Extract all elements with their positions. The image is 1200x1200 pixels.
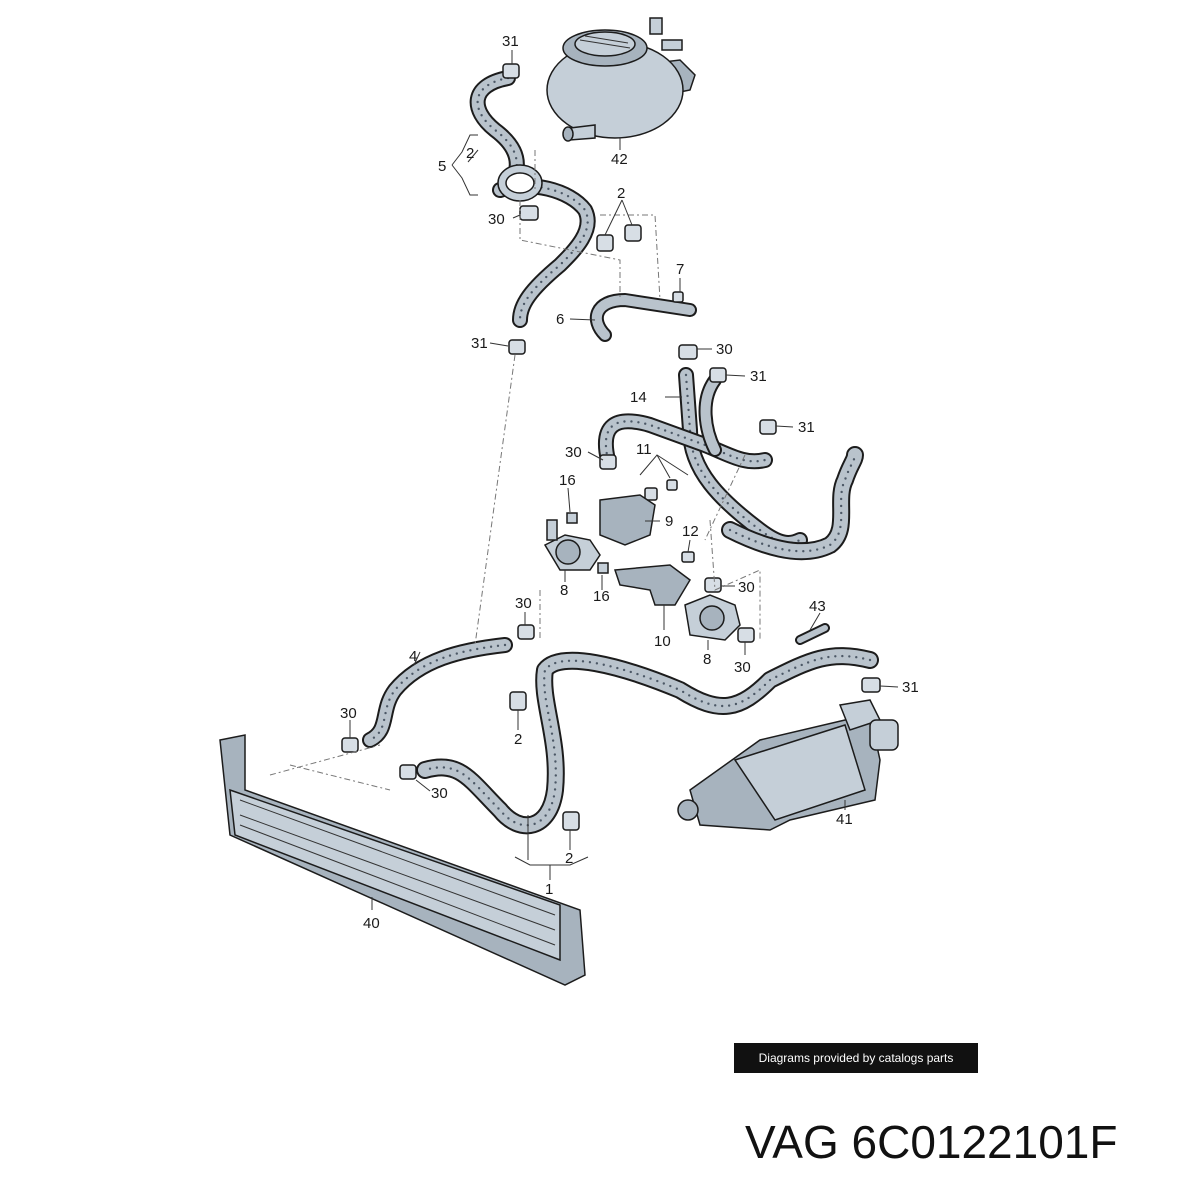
caption-box: Diagrams provided by catalogs parts — [734, 1043, 978, 1073]
callout-31-right: 31 — [798, 419, 815, 436]
callout-30-mid-left: 30 — [565, 444, 582, 461]
callout-7: 7 — [676, 261, 684, 278]
callout-43: 43 — [809, 598, 826, 615]
reference-lines — [269, 150, 761, 791]
leader-lines — [349, 50, 899, 910]
callout-labels: 31 42 2 5 30 2 7 6 31 30 14 31 31 30 11 … — [340, 33, 919, 932]
callout-16-lower: 16 — [593, 588, 610, 605]
callout-30-lower-right: 30 — [734, 659, 751, 676]
expansion-tank — [546, 17, 696, 142]
part-number: VAG 6C0122101F — [745, 1116, 1118, 1168]
callout-11: 11 — [636, 441, 652, 458]
callout-14: 14 — [630, 389, 647, 406]
radiator — [219, 734, 586, 986]
callout-2-bottom: 2 — [565, 850, 573, 867]
hose-clamps — [341, 63, 881, 831]
callout-10: 10 — [654, 633, 671, 650]
callout-12: 12 — [682, 523, 699, 540]
callout-8-left: 8 — [560, 582, 568, 599]
callout-2-lower-mid: 2 — [514, 731, 522, 748]
auxiliary-pumps — [543, 494, 741, 641]
callout-31-mid-right: 31 — [750, 368, 767, 385]
callout-16-upper: 16 — [559, 472, 576, 489]
callout-30-upper: 30 — [488, 211, 505, 228]
callout-8-right: 8 — [703, 651, 711, 668]
callout-9: 9 — [665, 513, 673, 530]
callout-42: 42 — [611, 151, 628, 168]
callout-31-intercooler: 31 — [902, 679, 919, 696]
callout-5: 5 — [438, 158, 446, 175]
callout-30-radiator-left: 30 — [340, 705, 357, 722]
callout-6: 6 — [556, 311, 564, 328]
intercooler — [677, 699, 899, 831]
callout-2-upper-right: 2 — [617, 185, 625, 202]
callout-40: 40 — [363, 915, 380, 932]
callout-4: 4 — [409, 648, 417, 665]
callout-30-radiator-right: 30 — [431, 785, 448, 802]
callout-30-pump-right: 30 — [738, 579, 755, 596]
coolant-hoses — [362, 70, 879, 835]
callout-30-left-mid: 30 — [515, 595, 532, 612]
callout-31-left: 31 — [471, 335, 488, 352]
callout-1: 1 — [545, 881, 553, 898]
callout-30-mid-right: 30 — [716, 341, 733, 358]
callout-31-top: 31 — [502, 33, 519, 50]
callout-2-upper-left: 2 — [466, 145, 474, 162]
callout-41: 41 — [836, 811, 853, 828]
